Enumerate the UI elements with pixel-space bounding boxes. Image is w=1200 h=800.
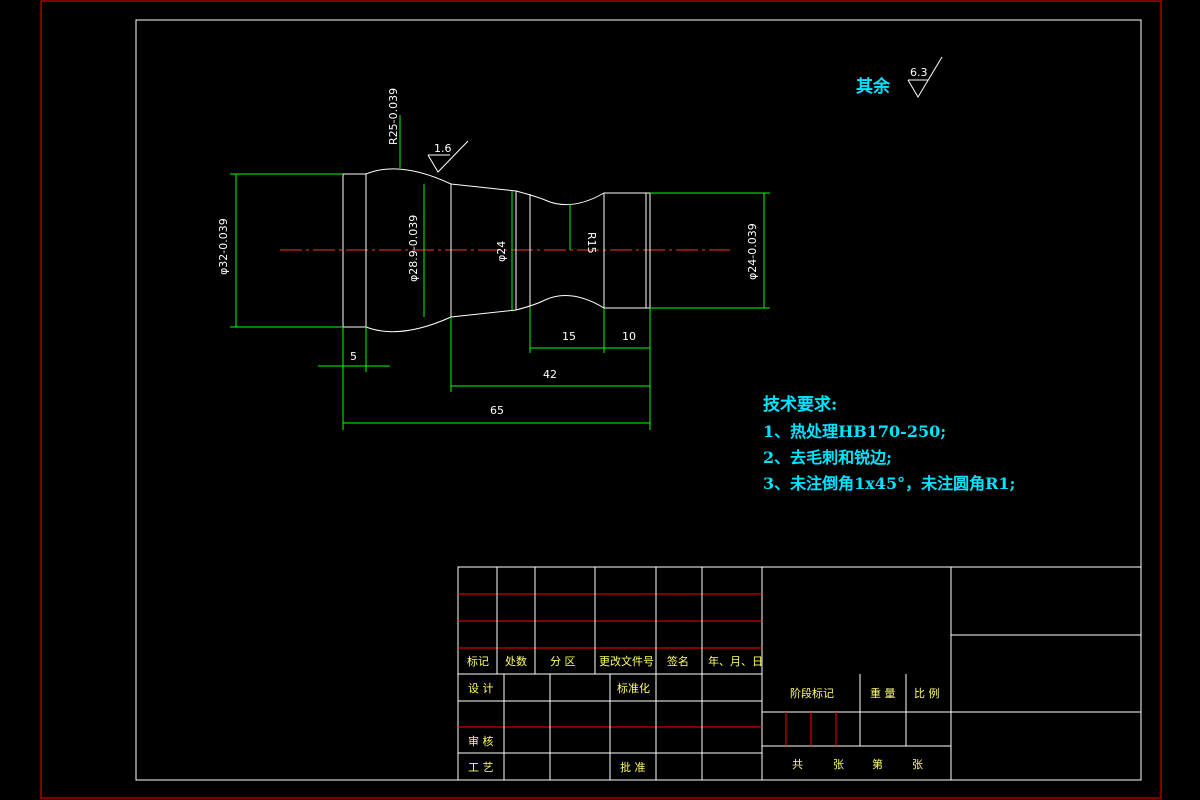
dim-len65: 65 <box>490 404 504 417</box>
dim-lines-vertical <box>230 115 770 328</box>
dim-r15: R15 <box>585 232 598 254</box>
roughness-rest-symbol <box>907 56 943 98</box>
tb-header-zone: 分 区 <box>550 655 576 668</box>
tb-weight: 重 量 <box>870 686 896 700</box>
dim-dia24-mid: φ24 <box>495 241 508 262</box>
dim-len5: 5 <box>350 350 357 363</box>
tb-header-mark: 标记 <box>467 654 489 668</box>
tb-header-count: 处数 <box>505 655 527 668</box>
dim-len10: 10 <box>622 330 636 343</box>
roughness-rest-value: 6.3 <box>910 66 928 79</box>
tech-req-item-2: 2、去毛刺和锐边; <box>763 448 892 467</box>
tech-req-item-1: 1、热处理HB170-250; <box>763 422 946 441</box>
tb-stage-mark: 阶段标记 <box>790 686 834 700</box>
tb-header-sign: 签名 <box>667 654 689 668</box>
tb-process: 工 艺 <box>468 761 494 774</box>
dim-len15: 15 <box>562 330 576 343</box>
tb-review: 审 核 <box>468 734 494 748</box>
tech-req-item-3: 3、未注倒角1x45°，未注圆角R1; <box>763 474 1015 493</box>
dim-r25: R25-0.039 <box>387 88 400 145</box>
tb-header-docno: 更改文件号 <box>599 654 654 668</box>
tb-standardize: 标准化 <box>617 681 650 695</box>
roughness-rest-label: 其余 <box>856 76 891 97</box>
tb-sheet-no: 第 <box>872 757 883 771</box>
tb-sheets-total: 共 <box>792 758 803 771</box>
roughness-surface-value: 1.6 <box>434 142 452 155</box>
tb-scale: 比 例 <box>914 686 940 700</box>
tb-approve: 批 准 <box>620 760 646 774</box>
dim-dia32: φ32-0.039 <box>217 218 230 275</box>
tech-req-title: 技术要求: <box>763 394 837 415</box>
outer-border <box>40 0 1162 799</box>
dim-dia24-right: φ24-0.039 <box>746 223 759 280</box>
dim-dia28: φ28.9-0.039 <box>407 215 420 282</box>
dim-lines-horizontal <box>318 307 651 430</box>
title-block <box>457 566 1142 781</box>
roughness-surface-symbol <box>427 140 469 173</box>
tb-sheet-unit2: 张 <box>912 758 923 771</box>
dim-len42: 42 <box>543 368 557 381</box>
tb-sheets-unit: 张 <box>833 758 844 771</box>
tb-header-date: 年、月、日 <box>708 654 763 668</box>
tb-design: 设 计 <box>468 682 494 695</box>
